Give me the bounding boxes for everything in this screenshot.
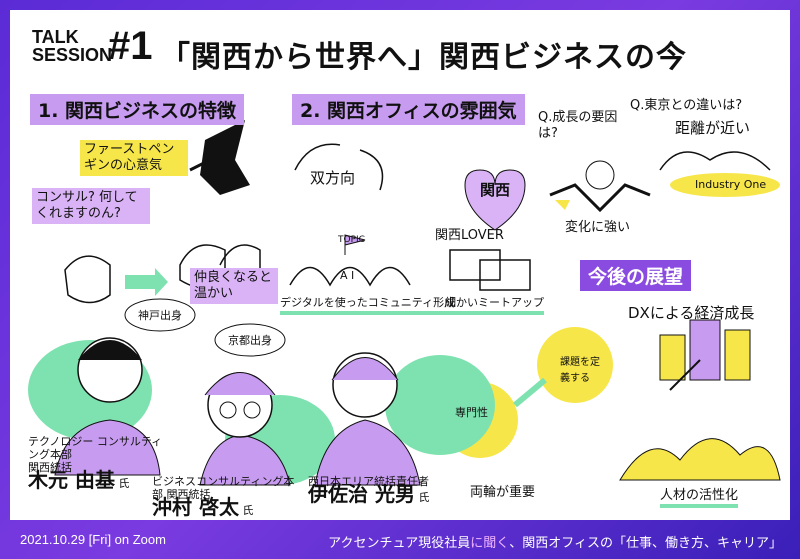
arrow-curve-icon <box>294 143 341 171</box>
speech-bubble <box>214 323 286 357</box>
speaker-1: テクノロジー コンサルティング本部関西統括 木元 由基 氏 <box>28 435 163 492</box>
page-title: 「関西から世界へ」関西ビジネスの今 <box>160 40 687 75</box>
crowd-icon <box>659 151 771 171</box>
head-icon <box>585 160 615 190</box>
note-digital: デジタルを使ったコミュニティ形成 <box>280 295 456 315</box>
note-q-growth: Q.成長の要因は? <box>538 110 618 141</box>
speaker-hair-2 <box>204 372 276 396</box>
note-first-penguin: ファーストペンギンの心意気 <box>80 140 188 176</box>
building-icon <box>659 334 686 381</box>
note-meetup: 細かいミートアップ <box>445 295 544 315</box>
note-topic: TOPIC <box>338 235 365 245</box>
industry-one-ellipse <box>670 173 780 197</box>
note-kyoto: 京都出身 <box>228 334 272 347</box>
people-pile-icon <box>619 438 781 481</box>
note-q-tokyo: Q.東京との違いは? <box>630 98 743 113</box>
section-heading-future: 今後の展望 <box>580 260 692 291</box>
heart-icon <box>464 169 526 231</box>
worried-face-icon <box>64 255 111 304</box>
note-kobe: 神戸出身 <box>138 309 182 322</box>
note-industry-one: Industry One <box>695 178 767 191</box>
note-kansai-lover: 関西LOVER <box>435 228 504 243</box>
note-henka: 変化に強い <box>565 220 631 235</box>
arrow-right-icon <box>125 268 168 296</box>
section-heading-1: 1. 関西ビジネスの特徴 <box>30 94 245 125</box>
arrow-up-icon <box>669 359 701 391</box>
speaker-body <box>54 419 161 476</box>
penguin-icon <box>200 120 250 195</box>
building-icon <box>689 319 721 381</box>
note-kyori: 距離が近い <box>675 119 751 137</box>
arrow-curve-icon <box>359 149 384 191</box>
note-senmonsei: 専門性 <box>455 406 488 419</box>
note-ryorin: 両輪が重要 <box>470 485 536 500</box>
glasses-icon <box>219 401 237 419</box>
speaker-hair-3 <box>331 357 399 381</box>
speaker-body <box>314 419 421 486</box>
friend-face-icon <box>219 244 261 285</box>
speaker-hair-1 <box>78 340 142 360</box>
people-group-icon <box>289 266 411 287</box>
note-kadai: 課題を定義する <box>560 357 600 384</box>
note-jinzai: 人材の活性化 <box>660 488 739 508</box>
session-number: #1 <box>108 24 153 68</box>
note-dx: DXによる経済成長 <box>628 304 755 322</box>
speaker-3: 西日本エリア統括責任者 伊佐治 光男 氏 <box>308 475 430 506</box>
note-sohoko: 双方向 <box>310 169 356 187</box>
building-icon <box>724 329 751 381</box>
event-tagline: アクセンチュア現役社員に聞く、関西オフィスの「仕事、働き方、キャリア」 <box>328 535 782 550</box>
glasses-icon <box>243 401 261 419</box>
footer: 2021.10.29 [Fri] on Zoom アクセンチュア現役社員に聞く、… <box>0 522 800 559</box>
screen-icon <box>449 249 501 281</box>
illustrations <box>28 120 781 486</box>
note-nakayoku: 仲良くなると温かい <box>190 268 278 304</box>
note-consul: コンサル? 何してくれますのん? <box>32 188 150 224</box>
yellow-mark-icon <box>555 200 570 210</box>
note-ai: A I <box>340 269 355 282</box>
stretch-person-icon <box>549 183 651 213</box>
penguin-wing <box>189 158 211 172</box>
double-arrow-icon <box>513 377 547 408</box>
speaker-bg <box>385 355 495 455</box>
section-heading-2: 2. 関西オフィスの雰囲気 <box>292 94 525 125</box>
speaker-2: ビジネスコンサルティング本部 関西統括 沖村 啓太 氏 <box>152 475 295 519</box>
screen-icon <box>479 259 531 291</box>
topic-flag-icon <box>344 234 366 255</box>
note-kansai: 関西 <box>480 181 511 199</box>
issue-circle <box>537 327 613 403</box>
event-date: 2021.10.29 [Fri] on Zoom <box>20 532 166 547</box>
speech-bubble <box>124 298 196 332</box>
